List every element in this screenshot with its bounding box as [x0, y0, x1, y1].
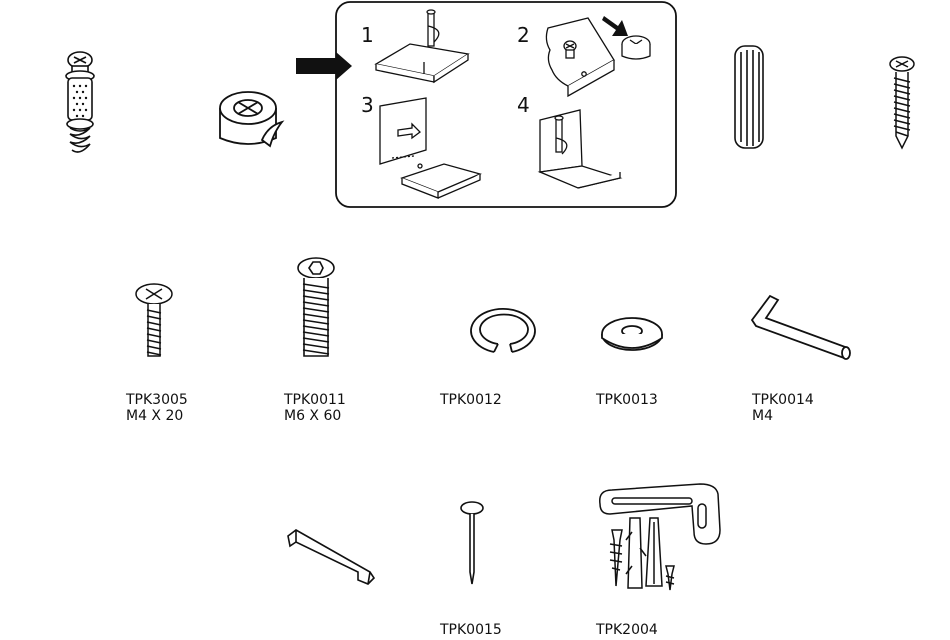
- part-size: M4 X 20: [126, 408, 188, 424]
- part-label-tpk0015: TPK0015: [440, 622, 502, 638]
- part-code: TPK2004: [596, 622, 658, 638]
- part-code: TPK0013: [596, 392, 658, 408]
- part-label-tpk0012: TPK0012: [440, 392, 502, 408]
- part-size: M6 X 60: [284, 408, 346, 424]
- part-code: TPK0012: [440, 392, 502, 408]
- part-code: TPK0014: [752, 392, 814, 408]
- part-label-tpk0013: TPK0013: [596, 392, 658, 408]
- part-code: TPK3005: [126, 392, 188, 408]
- part-code: TPK0011: [284, 392, 346, 408]
- part-code: TPK0015: [440, 622, 502, 638]
- part-label-tpk0014: TPK0014 M4: [752, 392, 814, 424]
- part-size: M4: [752, 408, 814, 424]
- part-label-tpk3005: TPK3005 M4 X 20: [126, 392, 188, 424]
- part-label-tpk0011: TPK0011 M6 X 60: [284, 392, 346, 424]
- part-label-tpk2004: TPK2004: [596, 622, 658, 638]
